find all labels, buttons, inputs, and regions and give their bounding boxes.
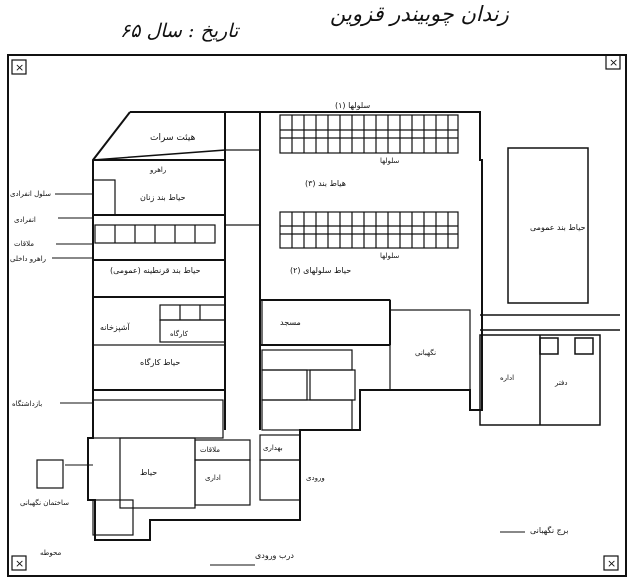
label-left-men: بازداشتگاه: [12, 399, 42, 408]
label-yard-ward2: حیاط سلولهای (۲): [290, 266, 351, 275]
label-main-gate: درب ورودی: [255, 551, 294, 560]
label-top-hall: هیئت سرات: [150, 133, 196, 143]
label-yard-ward3: هیاط بند (۳): [305, 179, 346, 188]
label-admin: اداری: [205, 474, 221, 482]
label-clinic: بهداری: [263, 444, 283, 452]
label-left-outer: محوطه: [40, 549, 61, 557]
corner-mark-top-right: [605, 54, 621, 70]
corner-top-right: ×: [609, 56, 618, 69]
cells-block-top: [279, 114, 459, 154]
label-cells-bottom-row: سلولها: [380, 252, 399, 260]
label-cells-top-num: (۱) سلولها: [335, 101, 370, 110]
label-yard-women: حیاط بند زنان: [140, 193, 186, 202]
right-building: [479, 147, 620, 426]
map-title: زندان چوبیندر قزوین: [330, 2, 509, 26]
cells-block-middle: [279, 211, 459, 249]
label-left-cell-block: سلول انفرادی: [10, 190, 51, 198]
corner-bottom-left: ×: [15, 557, 24, 570]
label-guard-post: ساختمان نگهبانی: [20, 498, 69, 507]
label-office: دفتر: [554, 379, 567, 387]
corner-top-left: ×: [15, 61, 24, 74]
top-hall: [92, 111, 226, 161]
label-mosque: مسجد: [280, 318, 301, 327]
label-kitchen: آشپزخانه: [100, 322, 130, 332]
label-yard-workshop: حیاط کارگاه: [140, 357, 180, 367]
bottom-arrows: [210, 531, 525, 566]
map-date: تاریخ : سال ۶۵: [120, 20, 239, 42]
label-yard-center: حیاط: [140, 468, 157, 477]
left-arrows: [52, 193, 93, 466]
label-dept: اداره: [500, 374, 514, 382]
label-entrance: ورودی: [306, 474, 325, 482]
page-frame: [7, 54, 627, 577]
label-workshop: کارگاه: [170, 329, 189, 338]
corner-bottom-right: ×: [607, 557, 616, 570]
label-yard-public: حیاط بند عمومی: [530, 223, 586, 232]
corner-mark-top-left: [11, 59, 27, 75]
corner-mark-bottom-left: [11, 555, 27, 571]
label-cells-top-row: سلولها: [380, 157, 399, 165]
lower-rooms: [36, 399, 301, 536]
label-left-solitary: انفرادی: [14, 216, 36, 224]
label-left-passage: راهرو داخلی: [10, 255, 46, 263]
label-left-visit: ملاقات: [14, 240, 34, 248]
label-guard-right: نگهبانی: [415, 348, 436, 357]
central-structures: [224, 149, 471, 431]
label-door-passage: راهرو: [149, 166, 166, 174]
corner-mark-bottom-right: [603, 555, 619, 571]
label-visit: ملاقات: [200, 446, 220, 454]
left-inner-rooms: [92, 179, 226, 391]
label-yard-quarantine: حیاط بند قرنطینه (عمومی): [110, 266, 201, 275]
label-tower: برج نگهبانی: [530, 525, 568, 535]
